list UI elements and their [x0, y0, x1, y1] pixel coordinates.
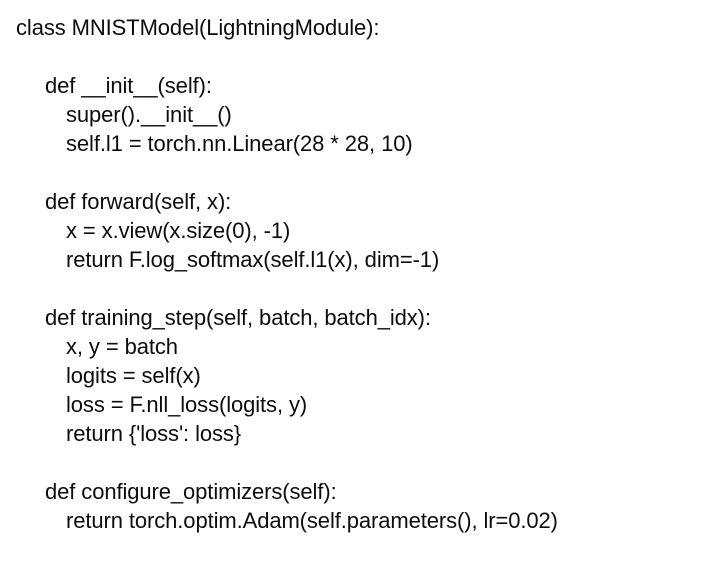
code-line: def __init__(self):	[45, 73, 212, 98]
code-line: def training_step(self, batch, batch_idx…	[45, 305, 431, 330]
code-line: return F.log_softmax(self.l1(x), dim=-1)	[66, 247, 440, 272]
code-line: def configure_optimizers(self):	[45, 479, 337, 504]
code-blank-line	[0, 158, 720, 187]
code-line: super().__init__()	[66, 102, 232, 127]
code-line: x, y = batch	[66, 334, 178, 359]
code-blank-line	[0, 448, 720, 477]
code-blank-line	[0, 274, 720, 303]
code-blank-line	[0, 42, 720, 71]
code-line: loss = F.nll_loss(logits, y)	[66, 392, 308, 417]
code-line: return {'loss': loss}	[66, 421, 242, 446]
code-line: self.l1 = torch.nn.Linear(28 * 28, 10)	[66, 131, 413, 156]
code-line: class MNISTModel(LightningModule):	[16, 15, 380, 40]
code-line: return torch.optim.Adam(self.parameters(…	[66, 508, 558, 533]
code-line: logits = self(x)	[66, 363, 201, 388]
code-line: def forward(self, x):	[45, 189, 232, 214]
code-line: x = x.view(x.size(0), -1)	[66, 218, 291, 243]
